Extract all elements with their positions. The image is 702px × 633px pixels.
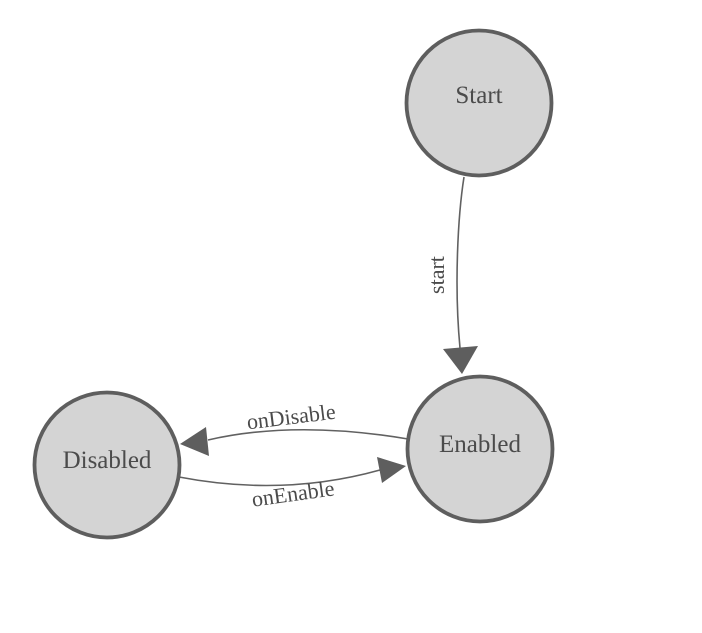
edge-enabled-to-disabled-line[interactable] <box>207 428 409 441</box>
node-disabled-circle[interactable] <box>32 390 182 540</box>
node-disabled[interactable]: Disabled <box>32 390 182 540</box>
arrowhead-right-icon <box>377 457 406 483</box>
node-start-circle[interactable] <box>404 28 554 178</box>
node-enabled[interactable]: Enabled <box>405 374 555 524</box>
edge-label-on-disable: onDisable <box>245 399 337 435</box>
edge-start-to-enabled-line[interactable] <box>456 176 465 349</box>
node-enabled-label: Enabled <box>439 431 521 458</box>
arrowhead-down-icon <box>443 346 478 374</box>
edge-enabled-to-disabled[interactable]: onDisable <box>180 399 409 456</box>
node-disabled-label: Disabled <box>63 447 152 474</box>
edge-label-on-enable: onEnable <box>250 475 336 511</box>
edge-start-to-enabled[interactable]: start <box>424 176 478 374</box>
node-enabled-circle[interactable] <box>405 374 555 524</box>
node-start-label: Start <box>455 82 502 109</box>
edge-disabled-to-enabled-line[interactable] <box>178 469 381 487</box>
edge-disabled-to-enabled[interactable]: onEnable <box>178 457 406 512</box>
node-start[interactable]: Start <box>404 28 554 178</box>
edge-label-start: start <box>424 256 449 294</box>
arrowhead-left-icon <box>180 427 209 456</box>
